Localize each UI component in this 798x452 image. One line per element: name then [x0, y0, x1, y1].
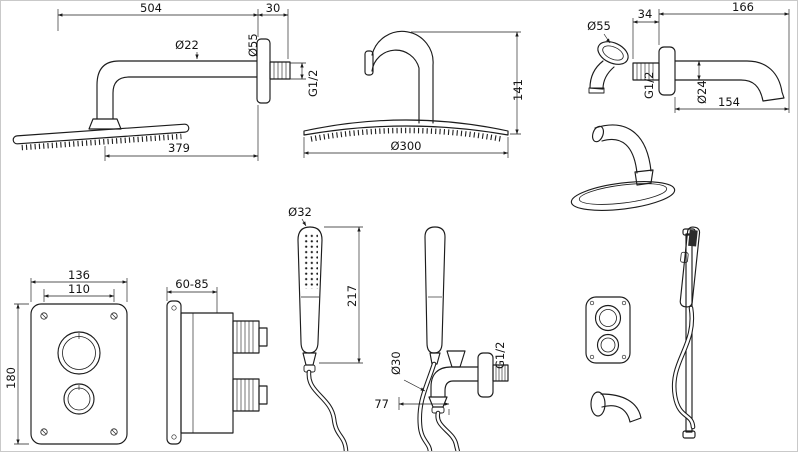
rain-head-side: [12, 123, 190, 151]
view-valve-front: 136 110 180: [4, 268, 128, 445]
valve-body: [180, 312, 234, 434]
assembly-hand-shower: [679, 226, 701, 308]
dim-label-24: Ø24: [695, 80, 709, 104]
dim-label-outlet-dia: Ø30: [389, 351, 403, 375]
dim-label-32: Ø32: [288, 205, 312, 219]
thread-nipple: [269, 61, 291, 80]
hand-shower-side: [424, 226, 446, 365]
temperature-knob: [57, 331, 101, 375]
assembly-mixer-valve: [585, 296, 631, 364]
dim-label-180: 180: [4, 367, 18, 389]
wall-outlet-elbow: [428, 350, 509, 414]
dim-label-thread: G1/2: [306, 70, 320, 97]
dim-label-141: 141: [511, 79, 525, 101]
assembly-spout: [590, 391, 642, 423]
dim-label-30: 30: [266, 1, 281, 15]
spout-side-view: [588, 41, 629, 94]
view-shower-head-front: 141 Ø300: [303, 30, 525, 158]
outlet-thread-nipple: [492, 364, 509, 382]
dim-label-504: 504: [140, 1, 162, 15]
hand-shower-front: [297, 226, 323, 373]
hook-arm: [364, 30, 434, 124]
dim-label-outlet-thread: G1/2: [493, 342, 507, 369]
valve-cartridge-bottom: [232, 378, 268, 412]
valve-side-plate: [166, 300, 182, 445]
spout-front-view: [632, 46, 785, 102]
head-connector: [88, 118, 122, 130]
spout-body: [674, 60, 785, 102]
dim-label-60-85: 60-85: [175, 277, 208, 291]
dim-label-34: 34: [638, 7, 653, 21]
flow-knob: [63, 383, 95, 415]
view-assembly-preview: [570, 124, 701, 439]
assembly-shower-arm: [591, 124, 654, 186]
valve-front-plate: [30, 303, 128, 445]
dim-label-spout-thread: G1/2: [642, 72, 656, 99]
view-spout: Ø55 G1/2 Ø24 34 166 154: [587, 1, 790, 113]
shower-arm: [88, 38, 291, 130]
spray-face: [302, 232, 318, 289]
dim-label-flange-dia: Ø55: [246, 33, 260, 57]
spout-thread-nipple: [632, 62, 660, 81]
spout-escutcheon: [658, 46, 676, 96]
dim-label-300: Ø300: [390, 139, 421, 153]
rain-head-front: [303, 119, 509, 142]
dim-label-166: 166: [732, 1, 754, 14]
valve-cartridge-top: [232, 320, 268, 354]
view-valve-side: 60-85: [166, 277, 268, 445]
dim-label-136: 136: [68, 268, 90, 282]
dim-label-77: 77: [374, 397, 389, 411]
view-hand-shower: Ø32 217 Ø30 G1/2 77: [288, 205, 509, 451]
handset-holder-cup: [446, 350, 466, 368]
outlet-escutcheon: [477, 352, 494, 398]
view-shower-arm-side: 504 30 Ø22 Ø55 G1/2 379: [12, 1, 320, 161]
dim-label-154: 154: [718, 95, 740, 109]
assembly-rain-head: [570, 181, 676, 211]
dim-label-spout-flange-dia: Ø55: [587, 19, 611, 33]
dim-label-379: 379: [168, 141, 190, 155]
dim-label-110: 110: [68, 282, 90, 296]
dim-label-217: 217: [345, 285, 359, 307]
dim-label-arm-dia: Ø22: [175, 38, 199, 52]
